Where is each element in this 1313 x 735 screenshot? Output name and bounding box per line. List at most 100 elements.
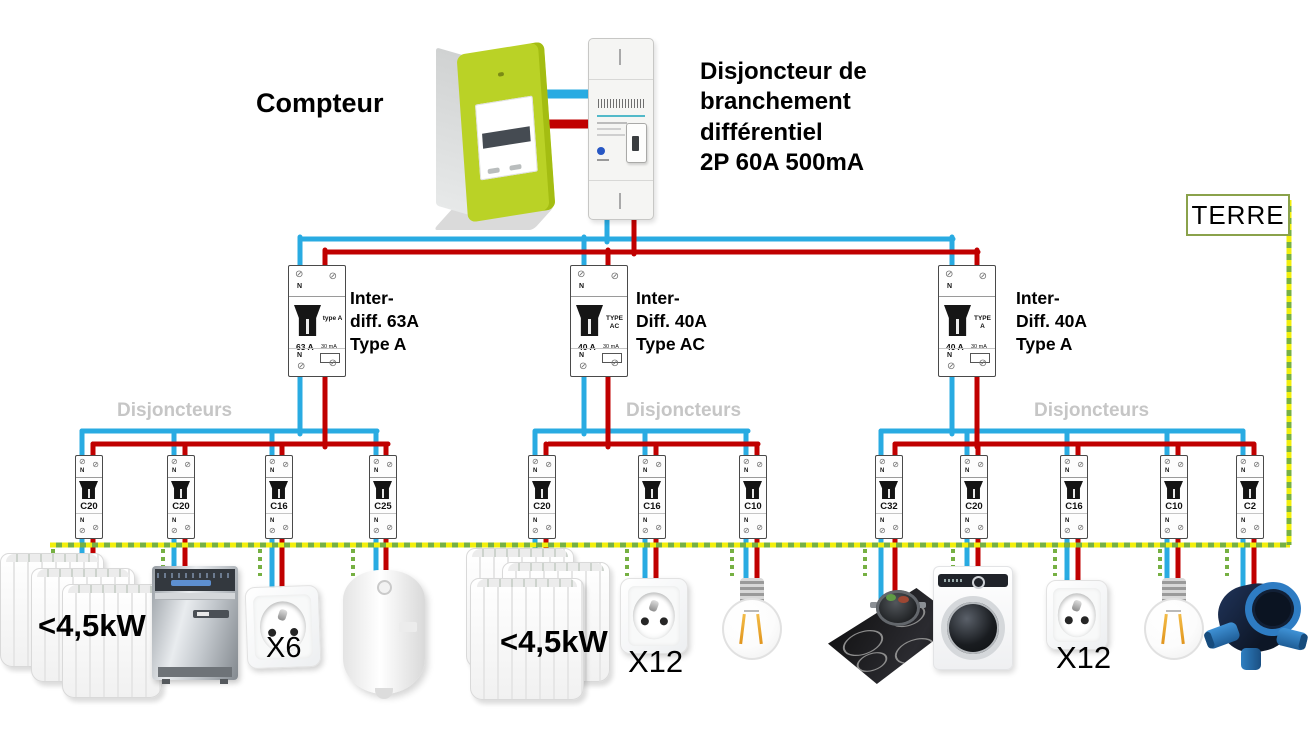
- dishwasher-foot: [220, 679, 228, 684]
- neutral-marking: N: [533, 468, 538, 474]
- text-line: [597, 134, 625, 136]
- differential-switch-label: Inter- diff. 63A Type A: [350, 288, 420, 354]
- breaker-toggle: [1164, 481, 1183, 499]
- meter-button: [487, 167, 500, 175]
- screw-icon: [282, 461, 289, 469]
- breaker-rating: C2: [1243, 501, 1257, 512]
- socket-count-label: X6: [266, 632, 302, 664]
- device-sensitivity: 30 mA: [321, 344, 337, 350]
- screw-icon: [642, 527, 649, 535]
- screw-icon: [171, 458, 178, 466]
- water-heater-image: [343, 570, 425, 699]
- meter-led: [497, 71, 505, 77]
- neutral-marking: N: [172, 468, 177, 474]
- water-heater-sticker: [399, 622, 417, 632]
- barcode: [598, 99, 644, 108]
- neutral-marking: N: [880, 468, 885, 474]
- socket-hole: [1064, 615, 1073, 624]
- breaker-toggle: [642, 481, 661, 499]
- dishwasher-control-panel: [155, 593, 235, 600]
- breaker-rating: C20: [533, 501, 551, 512]
- screw-icon: [386, 461, 393, 469]
- screw-icon: [977, 461, 984, 469]
- terminal-mark: [619, 193, 621, 209]
- screw-icon: [184, 461, 191, 469]
- wall-socket-image: [620, 578, 688, 654]
- breakers-section-title: Disjoncteurs: [626, 400, 742, 421]
- device-type: TYPE AC: [606, 315, 623, 331]
- screw-icon: [171, 527, 178, 535]
- neutral-marking: N: [374, 468, 379, 474]
- breaker-rating: C10: [1165, 501, 1183, 512]
- neutral-marking: N: [270, 468, 275, 474]
- screw-icon: [611, 272, 619, 282]
- screw-icon: [743, 458, 750, 466]
- bulb-glass: [722, 598, 782, 660]
- screw-icon: [79, 527, 86, 535]
- groove: [589, 79, 653, 80]
- neutral-marking: N: [579, 283, 585, 290]
- breaker-toggle: [1240, 481, 1259, 499]
- filament: [1178, 613, 1185, 645]
- screw-icon: [386, 524, 393, 532]
- neutral-marking: N: [1241, 468, 1246, 474]
- filament: [756, 613, 763, 645]
- neutral-marking: N: [1241, 518, 1246, 524]
- dishwasher-foot: [162, 679, 170, 684]
- breaker-toggle: [79, 481, 98, 499]
- breakers-section-title: Disjoncteurs: [117, 400, 233, 421]
- screw-icon: [642, 458, 649, 466]
- circuit-breaker: N C10 N: [1160, 455, 1188, 539]
- neutral-marking: N: [297, 283, 303, 290]
- neutral-marking: N: [270, 518, 275, 524]
- earth-pin: [277, 608, 289, 622]
- screw-icon: [532, 527, 539, 535]
- accent-line: [597, 115, 645, 117]
- breaker-rating: C16: [270, 501, 288, 512]
- screw-icon: [1253, 461, 1260, 469]
- screw-icon: [79, 458, 86, 466]
- circuit-breaker: N C32 N: [875, 455, 903, 539]
- cooking-pot-image: [870, 586, 926, 628]
- meter-button: [509, 163, 522, 171]
- light-bulb-image: [1144, 578, 1204, 674]
- breaker-rating: C25: [374, 501, 392, 512]
- screw-icon: [282, 524, 289, 532]
- screw-icon: [545, 461, 552, 469]
- electricity-meter-image: [432, 40, 556, 230]
- breaker-rating: C20: [172, 501, 190, 512]
- differential-switch-63a: N type A 63 A 30 mA N: [288, 265, 346, 377]
- screw-icon: [879, 458, 886, 466]
- earth-pin: [1071, 599, 1083, 613]
- screw-icon: [1077, 524, 1084, 532]
- meter-lcd-display: [482, 126, 531, 149]
- dishwasher-image: [152, 566, 238, 684]
- circuit-breaker: N C10 N: [739, 455, 767, 539]
- screw-icon: [892, 461, 899, 469]
- breaker-toggle: [743, 481, 762, 499]
- screw-icon: [329, 359, 337, 369]
- circuit-breaker: N C20 N: [75, 455, 103, 539]
- main-breaker-toggle: [626, 123, 647, 163]
- breaker-rating: C20: [965, 501, 983, 512]
- neutral-marking: N: [533, 518, 538, 524]
- screw-icon: [269, 458, 276, 466]
- dishwasher-rack-highlight: [171, 580, 211, 586]
- circuit-breaker: N C16 N: [1060, 455, 1088, 539]
- socket-hole: [640, 616, 649, 625]
- screw-icon: [297, 362, 305, 372]
- neutral-marking: N: [744, 518, 749, 524]
- neutral-marking: N: [880, 518, 885, 524]
- device-type: TYPE A: [974, 315, 991, 331]
- neutral-marking: N: [172, 518, 177, 524]
- neutral-marking: N: [643, 468, 648, 474]
- screw-icon: [545, 524, 552, 532]
- screw-icon: [655, 524, 662, 532]
- pot-handle: [870, 602, 878, 608]
- radiator-power-label: <4,5kW: [38, 608, 146, 643]
- socket-count-label: X12: [1056, 640, 1112, 675]
- filament: [1161, 613, 1168, 645]
- neutral-marking: N: [1165, 468, 1170, 474]
- screw-icon: [1164, 458, 1171, 466]
- washing-machine-image: [933, 566, 1013, 670]
